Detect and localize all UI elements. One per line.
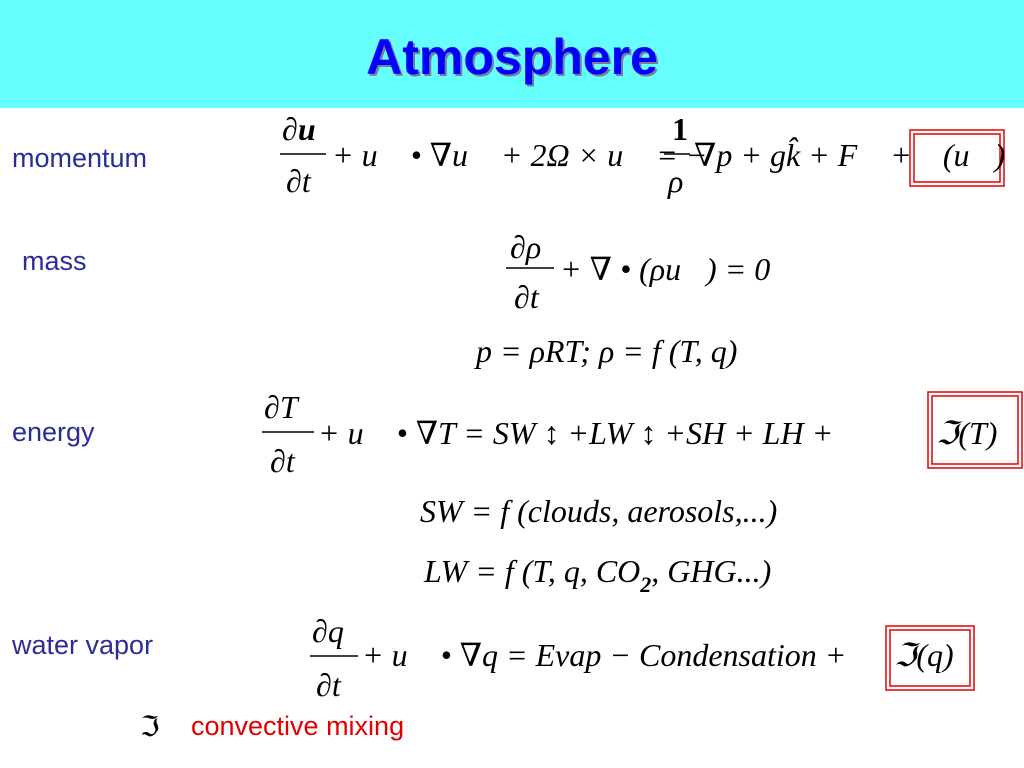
energy-mixing-term: ℑ(T) xyxy=(936,415,997,451)
convective-mixing-label: convective mixing xyxy=(191,711,405,741)
momentum-denominator: ∂t xyxy=(286,163,312,199)
momentum-frac-den: ρ xyxy=(667,163,683,199)
shortwave-equation: SW = f (clouds, aerosols,...) xyxy=(420,493,777,529)
mass-denominator: ∂t xyxy=(514,279,540,315)
momentum-lhs: + u⃗ • ∇u⃗ + 2Ω × u⃗ = − xyxy=(332,137,707,173)
label-momentum: momentum xyxy=(12,143,148,173)
label-energy: energy xyxy=(12,417,95,447)
water-vapor-mixing-term: ℑ(q) xyxy=(894,637,954,673)
water-vapor-numerator: ∂q xyxy=(312,613,344,649)
momentum-mixing-term: ℑ(u⃗) xyxy=(918,137,1005,173)
momentum-numerator: ∂u⃗ xyxy=(282,111,341,147)
longwave-tail: , GHG...) xyxy=(651,553,771,589)
state-equation: p = ρRT; ρ = f (T, q) xyxy=(474,333,737,369)
water-vapor-equation: ∂q ∂t + u⃗ • ∇q = Evap − Condensation + … xyxy=(310,613,975,703)
convective-mixing-symbol: ℑ xyxy=(140,710,160,743)
water-vapor-rhs: + u⃗ • ∇q = Evap − Condensation + xyxy=(362,637,846,673)
momentum-equation: ∂u⃗ ∂t + u⃗ • ∇u⃗ + 2Ω × u⃗ = − 1 ρ ∇p +… xyxy=(280,111,1005,199)
longwave-subscript: 2 xyxy=(639,572,651,597)
mass-numerator: ∂ρ xyxy=(510,229,541,265)
label-mass: mass xyxy=(22,246,87,276)
energy-rhs: + u⃗ • ∇T = SW ↕ +LW ↕ +SH + LH + xyxy=(318,415,833,451)
mass-equation: ∂ρ ∂t + ∇ • (ρu⃗) = 0 xyxy=(506,229,770,315)
energy-numerator: ∂T xyxy=(264,389,300,425)
momentum-rhs: ∇p + gk̂ + F⃗ + xyxy=(694,137,912,173)
mass-rhs: + ∇ • (ρu⃗) = 0 xyxy=(560,251,770,287)
longwave-equation: LW = f (T, q, CO2, GHG...) xyxy=(423,553,771,597)
shortwave-text: SW = f (clouds, aerosols,...) xyxy=(420,493,777,529)
state-text: p = ρRT; ρ = f (T, q) xyxy=(474,333,737,369)
energy-equation: ∂T ∂t + u⃗ • ∇T = SW ↕ +LW ↕ +SH + LH + … xyxy=(262,389,1023,479)
momentum-frac-num: 1 xyxy=(672,111,688,147)
svg-text:LW = f (T, q, CO2, GHG...): LW = f (T, q, CO2, GHG...) xyxy=(423,553,771,597)
title-banner xyxy=(0,0,1024,108)
longwave-text: LW = f (T, q, CO xyxy=(423,553,640,589)
water-vapor-denominator: ∂t xyxy=(316,667,342,703)
label-water-vapor: water vapor xyxy=(12,630,154,660)
energy-denominator: ∂t xyxy=(270,443,296,479)
slide-title: Atmosphere xyxy=(366,29,658,85)
